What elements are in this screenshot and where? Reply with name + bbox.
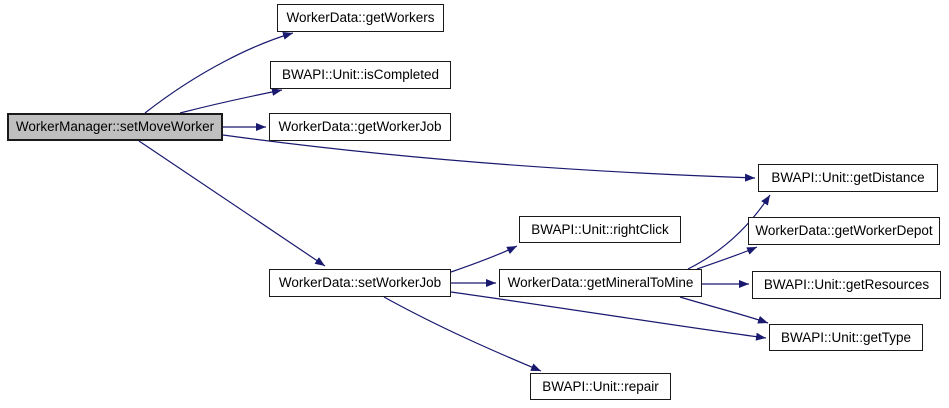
node-label-rightClick: BWAPI::Unit::rightClick	[531, 221, 669, 237]
node-label-getWorkers: WorkerData::getWorkers	[286, 10, 435, 26]
edge-getMineralToMine-getDistance	[687, 194, 771, 270]
node-getWorkerJob[interactable]: WorkerData::getWorkerJob	[269, 113, 451, 141]
node-label-repair: BWAPI::Unit::repair	[542, 378, 659, 394]
node-getType[interactable]: BWAPI::Unit::getType	[769, 324, 923, 351]
node-isCompleted[interactable]: BWAPI::Unit::isCompleted	[270, 61, 451, 89]
node-label-setMoveWorker: WorkerManager::setMoveWorker	[15, 119, 215, 135]
edge-getMineralToMine-getWorkerDepot	[696, 246, 758, 270]
edge-setMoveWorker-getWorkers	[144, 31, 294, 114]
node-setMoveWorker[interactable]: WorkerManager::setMoveWorker	[7, 113, 223, 141]
node-getResources[interactable]: BWAPI::Unit::getResources	[752, 271, 941, 299]
node-label-isCompleted: BWAPI::Unit::isCompleted	[281, 67, 440, 83]
node-label-getMineralToMine: WorkerData::getMineralToMine	[507, 275, 694, 291]
node-label-getWorkerDepot: WorkerData::getWorkerDepot	[755, 223, 933, 239]
node-label-setWorkerJob: WorkerData::setWorkerJob	[278, 275, 442, 291]
node-getDistance[interactable]: BWAPI::Unit::getDistance	[758, 164, 938, 192]
node-getWorkerDepot[interactable]: WorkerData::getWorkerDepot	[748, 217, 940, 245]
edge-getMineralToMine-getType	[679, 296, 769, 324]
node-label-getResources: BWAPI::Unit::getResources	[763, 277, 930, 293]
edge-setWorkerJob-rightClick	[450, 245, 518, 273]
node-label-getType: BWAPI::Unit::getType	[780, 329, 912, 345]
edge-setMoveWorker-getDistance	[222, 134, 756, 182]
edge-setWorkerJob-repair	[383, 296, 542, 372]
node-getMineralToMine[interactable]: WorkerData::getMineralToMine	[499, 269, 702, 297]
node-label-getWorkerJob: WorkerData::getWorkerJob	[278, 119, 442, 135]
node-getWorkers[interactable]: WorkerData::getWorkers	[277, 4, 444, 32]
edge-setMoveWorker-setWorkerJob	[138, 140, 326, 267]
edge-setMoveWorker-isCompleted	[179, 88, 283, 114]
node-setWorkerJob[interactable]: WorkerData::setWorkerJob	[269, 269, 451, 297]
node-repair[interactable]: BWAPI::Unit::repair	[530, 373, 671, 400]
node-rightClick[interactable]: BWAPI::Unit::rightClick	[519, 216, 681, 243]
node-label-getDistance: BWAPI::Unit::getDistance	[771, 170, 925, 186]
edge-setWorkerJob-getType	[450, 291, 767, 341]
